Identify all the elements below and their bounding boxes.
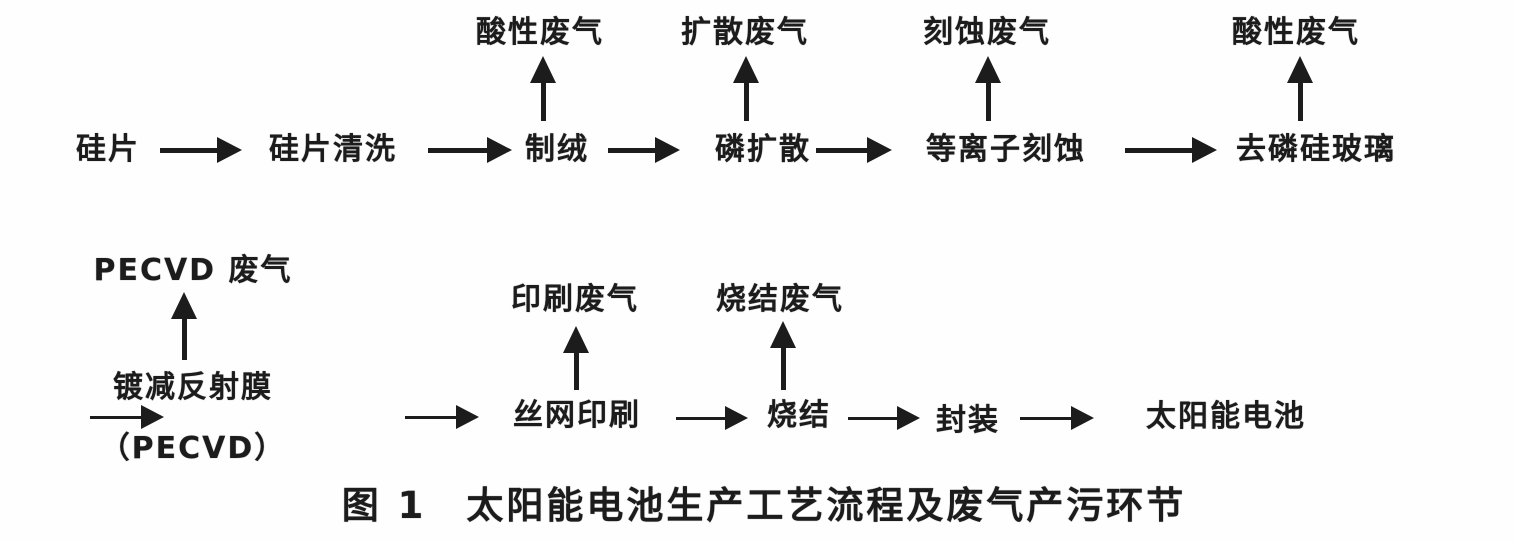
process-step: 硅片 — [76, 132, 140, 167]
arrow-right-icon — [160, 137, 242, 163]
arrow-up-icon — [563, 326, 589, 390]
emission-label: 酸性废气 — [1232, 15, 1360, 50]
emission-label: 刻蚀废气 — [923, 15, 1051, 50]
arrow-right-icon — [816, 137, 892, 163]
process-step: 丝网印刷 — [513, 398, 641, 433]
emission-label: 扩散废气 — [681, 15, 809, 50]
arrow-right-icon — [1125, 137, 1217, 163]
arrow-up-icon — [733, 56, 759, 121]
arrow-up-icon — [171, 292, 197, 360]
process-step: 磷扩散 — [715, 132, 811, 167]
arrow-right-icon — [90, 405, 164, 429]
arrow-right-icon — [676, 406, 748, 430]
process-step: 镀减反射膜 — [113, 370, 273, 405]
process-step: 封装 — [936, 403, 1000, 438]
process-step: 烧结 — [767, 398, 831, 433]
process-step: 硅片清洗 — [269, 132, 397, 167]
arrow-up-icon — [530, 56, 556, 121]
process-step: 等离子刻蚀 — [926, 132, 1086, 167]
arrow-right-icon — [428, 137, 512, 163]
process-step: 制绒 — [525, 132, 589, 167]
emission-label: PECVD 废气 — [93, 253, 293, 288]
arrow-up-icon — [975, 56, 1001, 121]
arrow-right-icon — [405, 405, 479, 429]
process-step: 去磷硅玻璃 — [1236, 132, 1396, 167]
figure-caption: 图 1 太阳能电池生产工艺流程及废气产污环节 — [341, 484, 1187, 527]
emission-label: 印刷废气 — [511, 282, 639, 317]
process-step-subtitle: （PECVD） — [99, 431, 287, 466]
arrow-right-icon — [608, 137, 680, 163]
process-step: 太阳能电池 — [1146, 399, 1306, 434]
emission-label: 酸性废气 — [476, 15, 604, 50]
emission-label: 烧结废气 — [716, 282, 844, 317]
arrow-right-icon — [1020, 406, 1094, 430]
arrow-up-icon — [1287, 56, 1313, 121]
arrow-up-icon — [770, 321, 796, 390]
arrow-right-icon — [848, 406, 920, 430]
